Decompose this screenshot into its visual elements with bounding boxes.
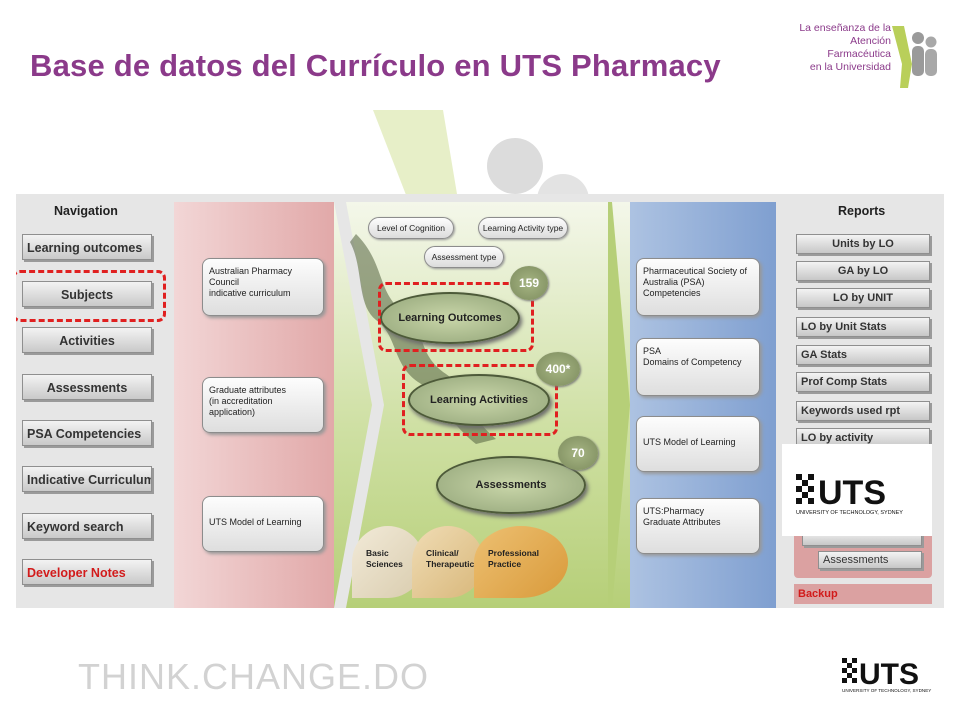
report-backup-button[interactable]: Backup bbox=[794, 584, 932, 604]
pharmacy-graduate-attributes-box[interactable]: UTS:Pharmacy Graduate Attributes bbox=[636, 498, 760, 554]
slide-title: Base de datos del Currículo en UTS Pharm… bbox=[30, 48, 721, 83]
learning-activities-highlight bbox=[402, 364, 558, 436]
uts-model-learning-box-left[interactable]: UTS Model of Learning bbox=[202, 496, 324, 552]
nav-learning-outcomes-button[interactable]: Learning outcomes bbox=[22, 234, 152, 260]
level-of-cognition-pill[interactable]: Level of Cognition bbox=[368, 217, 454, 239]
report-ga-by-lo-button[interactable]: GA by LO bbox=[796, 261, 930, 281]
report-units-by-lo-button[interactable]: Units by LO bbox=[796, 234, 930, 254]
footer-uts-logo-icon: UTS UNIVERSITY OF TECHNOLOGY, SYDNEY bbox=[842, 658, 931, 693]
nav-developer-notes-button[interactable]: Developer Notes bbox=[22, 559, 152, 585]
box-line: UTS Model of Learning bbox=[209, 517, 302, 527]
center-zone-notch bbox=[334, 202, 384, 608]
outcomes-count-badge: 159 bbox=[510, 266, 548, 300]
learning-activity-type-pill[interactable]: Learning Activity type bbox=[478, 217, 568, 239]
navigation-heading: Navigation bbox=[54, 204, 118, 218]
report-prof-comp-stats-button[interactable]: Prof Comp Stats bbox=[796, 372, 930, 392]
box-line: Domains of Competency bbox=[643, 357, 742, 367]
box-line: (in accreditation application) bbox=[209, 396, 273, 417]
box-line: Pharmaceutical Society of bbox=[643, 266, 748, 276]
uts-logo-word: UTS bbox=[818, 474, 886, 512]
uts-model-learning-box-right[interactable]: UTS Model of Learning bbox=[636, 416, 760, 472]
petal-line: Practice bbox=[488, 559, 522, 569]
psa-domains-box[interactable]: PSA Domains of Competency bbox=[636, 338, 760, 396]
report-ga-stats-button[interactable]: GA Stats bbox=[796, 345, 930, 365]
report-lo-by-unit-button[interactable]: LO by UNIT bbox=[796, 288, 930, 308]
learning-outcomes-highlight bbox=[378, 282, 534, 352]
brand-figures-icon bbox=[892, 26, 937, 88]
psa-competencies-box[interactable]: Pharmaceutical Society of Australia (PSA… bbox=[636, 258, 760, 316]
center-zone-arrow bbox=[608, 202, 630, 608]
assessments-count-badge: 70 bbox=[558, 436, 598, 470]
nav-subjects-button[interactable]: Subjects bbox=[22, 281, 152, 307]
report-assessments-button[interactable]: Assessments bbox=[818, 551, 922, 569]
petal-line: Professional bbox=[488, 548, 540, 558]
box-line: UTS:Pharmacy bbox=[643, 506, 705, 516]
graduate-attributes-box[interactable]: Graduate attributes (in accreditation ap… bbox=[202, 377, 324, 433]
learning-outcomes-node[interactable]: Learning Outcomes bbox=[380, 292, 520, 344]
brand-text: La enseñanza de la Atención Farmacéutica… bbox=[786, 22, 891, 74]
petal-line: Basic bbox=[366, 548, 389, 558]
clinical-therapeutics-petal[interactable]: Clinical/ Therapeutics bbox=[412, 526, 484, 598]
apc-curriculum-box[interactable]: Australian Pharmacy Council indicative c… bbox=[202, 258, 324, 316]
box-line: Australia (PSA) Competencies bbox=[643, 277, 705, 298]
box-line: indicative curriculum bbox=[209, 288, 291, 298]
nav-psa-competencies-button[interactable]: PSA Competencies bbox=[22, 420, 152, 446]
assessment-type-pill[interactable]: Assessment type bbox=[424, 246, 504, 268]
box-line: UTS Model of Learning bbox=[643, 437, 736, 447]
nav-keyword-search-button[interactable]: Keyword search bbox=[22, 513, 152, 539]
subjects-highlight bbox=[16, 270, 166, 322]
brand-line-3: en la Universidad bbox=[809, 61, 891, 73]
nav-indicative-curriculum-button[interactable]: Indicative Curriculum bbox=[22, 466, 152, 492]
footer-tagline: THINK.CHANGE.DO bbox=[78, 656, 430, 697]
footer-uts-word: UTS bbox=[859, 658, 919, 691]
reports-heading: Reports bbox=[838, 204, 886, 218]
learning-activities-node[interactable]: Learning Activities bbox=[408, 374, 550, 426]
brand-line-1: La enseñanza de la bbox=[799, 22, 891, 34]
uts-logo-overlay: UTS UNIVERSITY OF TECHNOLOGY, SYDNEY bbox=[782, 444, 932, 536]
brand-line-2: Atención Farmacéutica bbox=[827, 35, 891, 60]
nav-activities-button[interactable]: Activities bbox=[22, 327, 152, 353]
report-keywords-used-button[interactable]: Keywords used rpt bbox=[796, 401, 930, 421]
petal-line: Therapeutics bbox=[426, 559, 479, 569]
footer-uts-sub: UNIVERSITY OF TECHNOLOGY, SYDNEY bbox=[842, 688, 931, 693]
uts-logo-sub: UNIVERSITY OF TECHNOLOGY, SYDNEY bbox=[796, 510, 903, 516]
nav-assessments-button[interactable]: Assessments bbox=[22, 374, 152, 400]
assessments-node[interactable]: Assessments bbox=[436, 456, 586, 514]
uts-logo-icon: UTS UNIVERSITY OF TECHNOLOGY, SYDNEY bbox=[796, 474, 903, 516]
report-lo-by-activity-button[interactable]: LO by activity bbox=[796, 428, 930, 448]
petal-line: Sciences bbox=[366, 559, 403, 569]
box-line: Australian Pharmacy Council bbox=[209, 266, 293, 287]
report-lo-by-unit-stats-button[interactable]: LO by Unit Stats bbox=[796, 317, 930, 337]
professional-practice-petal[interactable]: Professional Practice bbox=[474, 526, 568, 598]
activities-count-badge: 400* bbox=[536, 352, 580, 386]
box-line: Graduate attributes bbox=[209, 385, 287, 395]
box-line: Graduate Attributes bbox=[643, 517, 721, 527]
box-line: PSA bbox=[643, 346, 662, 356]
curriculum-app-screenshot: Navigation Learning outcomes Subjects Ac… bbox=[16, 194, 944, 608]
petal-line: Clinical/ bbox=[426, 548, 459, 558]
